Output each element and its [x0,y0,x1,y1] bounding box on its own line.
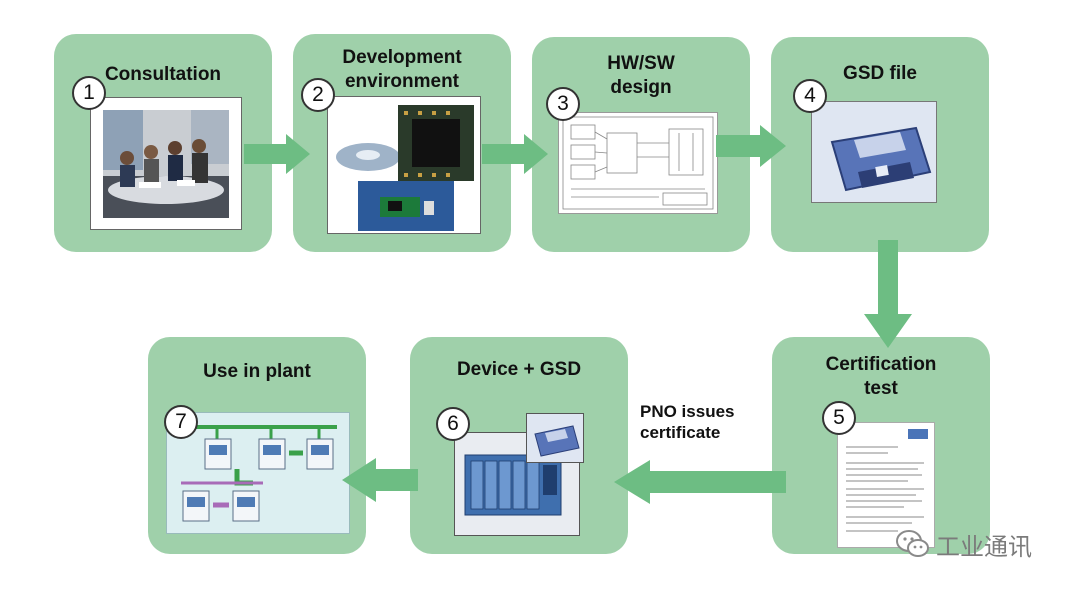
step-number: 1 [72,76,106,110]
arrow-step1-to-step2 [244,134,310,174]
step-certification-test: Certification test 5 [772,337,990,554]
step-title: Device + GSD [456,359,582,380]
step-hw-sw-design: HW/SW design 3 [532,37,750,252]
chat-bubble-icon [896,530,929,557]
step-title: Certification test [825,354,937,399]
step-use-in-plant: Use in plant 7 [148,337,366,554]
step-number: 5 [822,401,856,435]
arrow-step2-to-step3 [482,134,548,174]
watermark: 工业通讯 [896,528,1032,561]
step-consultation: Consultation 1 [54,34,272,252]
arrow-step6-to-step7 [342,458,418,502]
arrow-step5-to-step6 [614,460,786,504]
step-gsd-file: GSD file 4 [771,37,989,252]
step-title: Consultation [104,64,222,85]
device-image [454,432,580,536]
step-number: 2 [301,78,335,112]
certificate-document [837,422,935,548]
arrow-step3-to-step4 [716,125,786,167]
arrow-step4-to-step5 [864,240,912,348]
watermark-text: 工业通讯 [936,532,1032,561]
step-number: 6 [436,407,470,441]
schematic-drawing [558,112,718,214]
step-title: Use in plant [203,361,311,382]
step-title: Development environment [342,47,462,92]
step-development-environment: Development environment 2 [293,34,511,252]
plant-network-image [166,412,350,534]
step-number: 7 [164,405,198,439]
step-number: 4 [793,79,827,113]
step-title: GSD file [843,63,917,84]
gsd-floppy-small [526,413,584,463]
consultation-photo [90,97,242,230]
development-hardware-image [327,96,481,234]
step-title: HW/SW design [607,53,675,98]
step-device-gsd: Device + GSD 6 [410,337,628,554]
gsd-floppy-image [811,101,937,203]
pno-certificate-label: PNO issues certificate [640,402,735,442]
step-number: 3 [546,87,580,121]
